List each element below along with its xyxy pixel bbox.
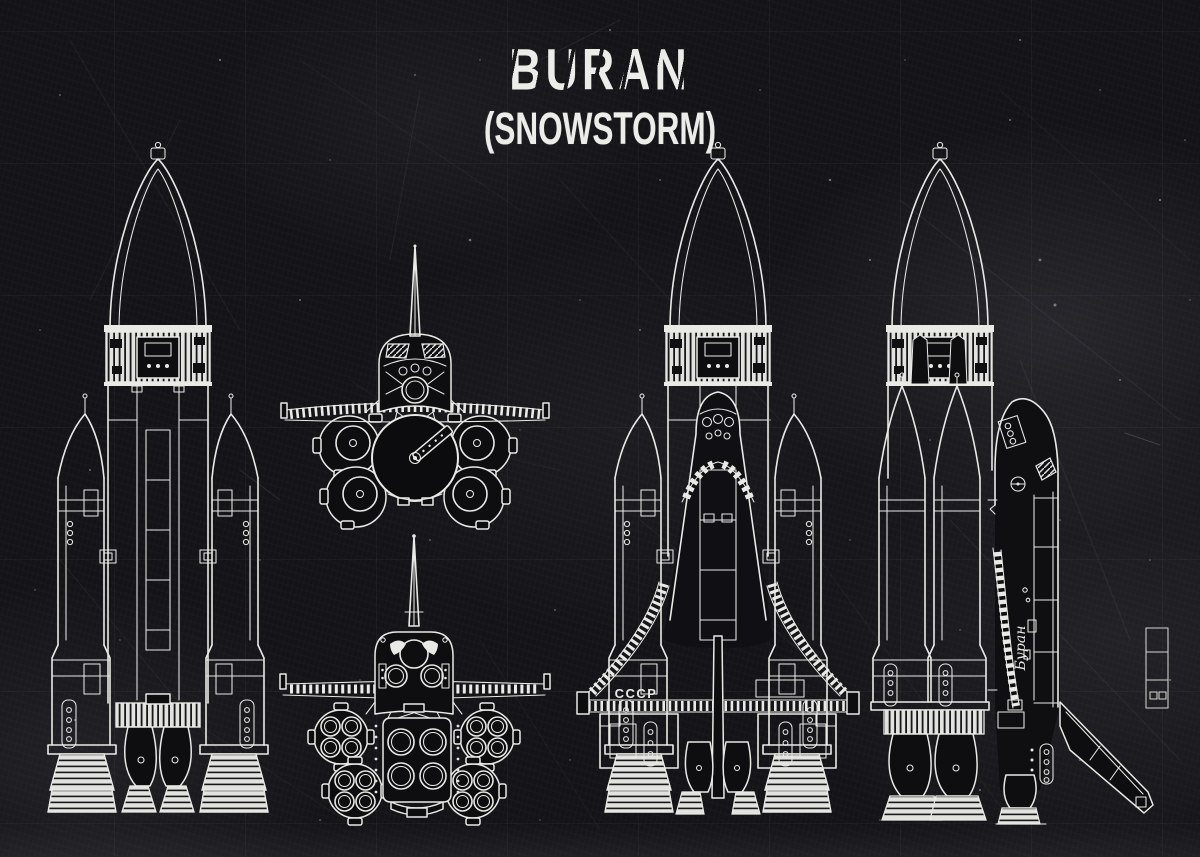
side-boosters [870,372,990,711]
energia-buran-front-view: CCCP [576,141,860,815]
orbiter-side-profile: Буран [987,397,1169,825]
title-block: BURAN (SNOWSTORM) [0,39,1200,154]
orbiter-name-marking: Буран [1013,626,1029,672]
wing-marking-cccp: CCCP [615,686,658,701]
energia-side-view [47,141,269,813]
poster-subtitle: (SNOWSTORM) [483,103,717,154]
orbiter-stack-front-detail [280,244,550,530]
energia-buran-side-view: Буран [870,141,1169,825]
poster-title: BURAN [120,39,1080,99]
stack-rear-view [279,534,551,826]
